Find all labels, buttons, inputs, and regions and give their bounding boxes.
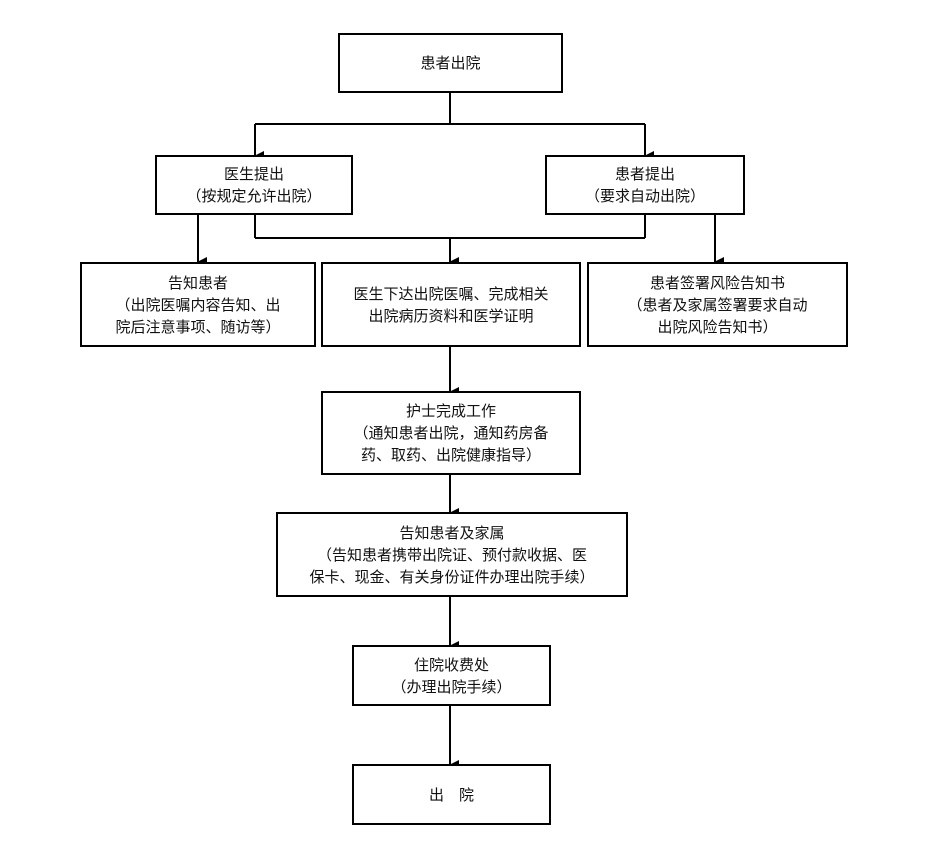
node-line: （办理出院手续） [391, 677, 512, 696]
node-line: 出 院 [428, 785, 474, 804]
node-line: 患者提出 [614, 165, 675, 183]
node-line: 告知患者及家属 [399, 523, 505, 542]
node-discharged: 出 院 [352, 764, 551, 825]
node-line: （出院医嘱内容告知、出 [115, 295, 281, 314]
node-patient-proposes: 患者提出 （要求自动出院） [545, 155, 745, 215]
node-doctor-proposes: 医生提出 （按规定允许出院） [155, 155, 353, 215]
node-line: （按规定允许出院） [186, 187, 322, 205]
node-discharge-start: 患者出院 [338, 33, 563, 93]
node-line: （患者及家属签署要求自动 [627, 295, 808, 314]
node-line: 院后注意事项、随访等） [115, 317, 281, 336]
node-line: （要求自动出院） [584, 187, 705, 205]
node-line: 护士完成工作 [405, 402, 496, 420]
node-line: （告知患者携带出院证、预付款收据、医 [316, 545, 587, 564]
node-line: 医生下达出院医嘱、完成相关 [353, 284, 549, 303]
node-line: 告知患者 [167, 273, 228, 292]
node-inform-family: 告知患者及家属 （告知患者携带出院证、预付款收据、医 保卡、现金、有关身份证件办… [276, 512, 628, 597]
node-line: 医生提出 [223, 165, 284, 183]
node-nurse-work: 护士完成工作 （通知患者出院，通知药房备 药、取药、出院健康指导） [321, 391, 581, 475]
node-line: 患者出院 [420, 54, 481, 72]
node-line: 出院风险告知书） [657, 317, 778, 336]
node-line: 出院病历资料和医学证明 [368, 306, 534, 325]
node-line: 住院收费处 [413, 655, 489, 674]
node-line: （通知患者出院，通知药房备 [353, 424, 549, 442]
node-doctor-orders: 医生下达出院医嘱、完成相关 出院病历资料和医学证明 [321, 262, 581, 347]
node-risk-notice: 患者签署风险告知书 （患者及家属签署要求自动 出院风险告知书） [587, 262, 848, 347]
node-line: 药、取药、出院健康指导） [360, 446, 541, 464]
node-inform-patient: 告知患者 （出院医嘱内容告知、出 院后注意事项、随访等） [80, 262, 316, 347]
node-billing-office: 住院收费处 （办理出院手续） [352, 645, 551, 706]
node-line: 患者签署风险告知书 [649, 273, 785, 292]
node-line: 保卡、现金、有关身份证件办理出院手续） [309, 567, 595, 586]
